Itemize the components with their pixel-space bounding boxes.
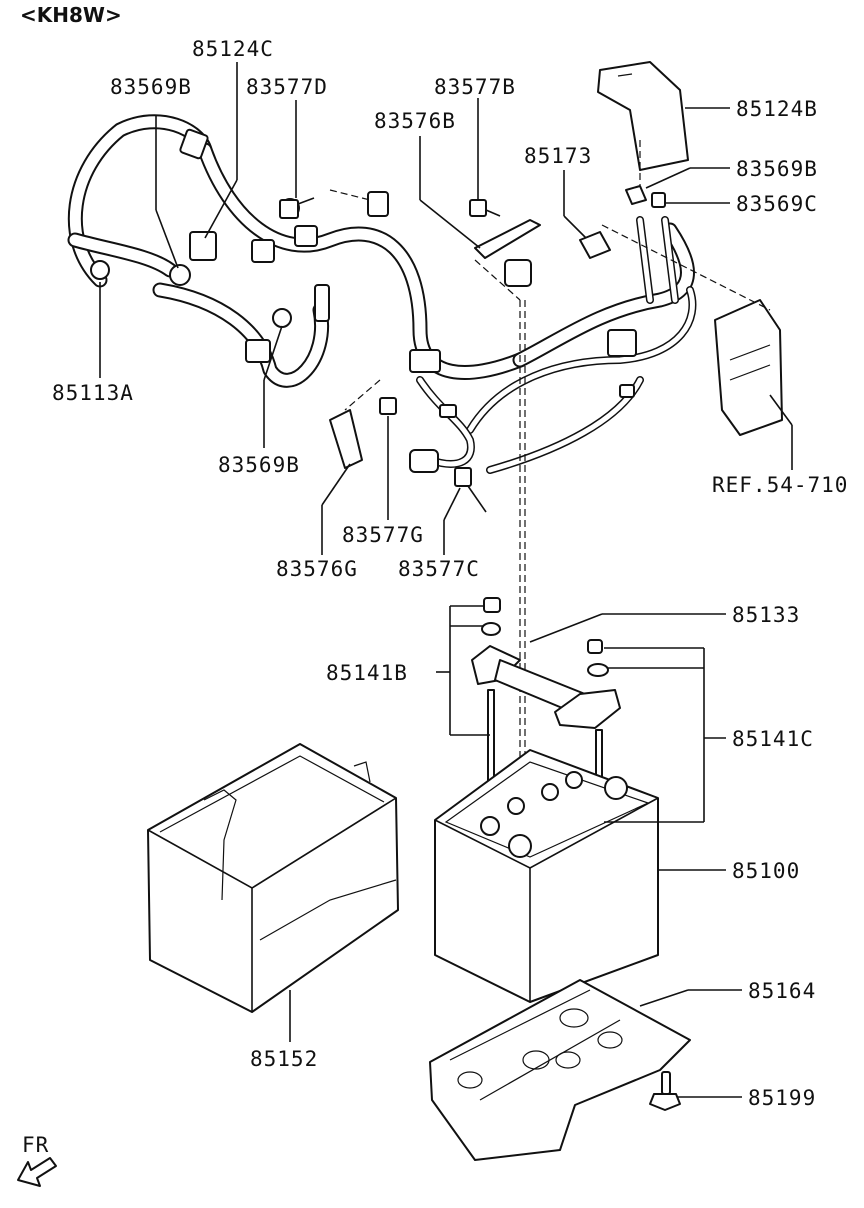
callout-83576G: 83576G bbox=[276, 557, 358, 581]
callout-83569B-top: 83569B bbox=[110, 75, 192, 99]
front-arrow-icon bbox=[17, 1157, 57, 1187]
callout-85164: 85164 bbox=[748, 979, 816, 1003]
leader-lines bbox=[99, 62, 793, 1098]
callout-85113A: 85113A bbox=[52, 381, 134, 405]
callout-83569B-mid: 83569B bbox=[218, 453, 300, 477]
callout-83577C: 83577C bbox=[398, 557, 480, 581]
callout-83569C: 83569C bbox=[736, 192, 818, 216]
model-code-header: <KH8W> bbox=[20, 3, 122, 27]
orientation-label: FR bbox=[22, 1133, 49, 1157]
nuts-85141B bbox=[481, 597, 609, 677]
hold-down-clamp-85133 bbox=[471, 645, 621, 729]
callout-85124C: 85124C bbox=[192, 37, 274, 61]
callout-ref: REF.54-710 bbox=[712, 473, 848, 497]
fuse-block-ref bbox=[714, 299, 783, 436]
callout-85141C: 85141C bbox=[732, 727, 814, 751]
bolt-85199 bbox=[649, 1071, 681, 1111]
battery-tray-85164 bbox=[429, 979, 691, 1161]
callout-83577D: 83577D bbox=[246, 75, 328, 99]
callout-85141B: 85141B bbox=[326, 661, 408, 685]
callout-85152: 85152 bbox=[250, 1047, 318, 1071]
callout-85100: 85100 bbox=[732, 859, 800, 883]
callout-83577G: 83577G bbox=[342, 523, 424, 547]
battery-box-85152 bbox=[147, 743, 399, 1013]
battery-cable-harness bbox=[67, 114, 697, 474]
callout-85199: 85199 bbox=[748, 1086, 816, 1110]
callout-85173: 85173 bbox=[524, 144, 592, 168]
callout-83569B-right: 83569B bbox=[736, 157, 818, 181]
callout-85124B: 85124B bbox=[736, 97, 818, 121]
callout-83576B: 83576B bbox=[374, 109, 456, 133]
assembly-guide-lines bbox=[329, 140, 771, 820]
callout-83577B: 83577B bbox=[434, 75, 516, 99]
battery-85100 bbox=[434, 749, 659, 1003]
terminal-cover-85124B bbox=[597, 61, 689, 171]
callout-labels: 85124C 83569B 83577D 83577B 83576B 85173… bbox=[52, 37, 848, 1110]
front-direction-indicator: FR bbox=[17, 1133, 57, 1187]
callout-85133: 85133 bbox=[732, 603, 800, 627]
